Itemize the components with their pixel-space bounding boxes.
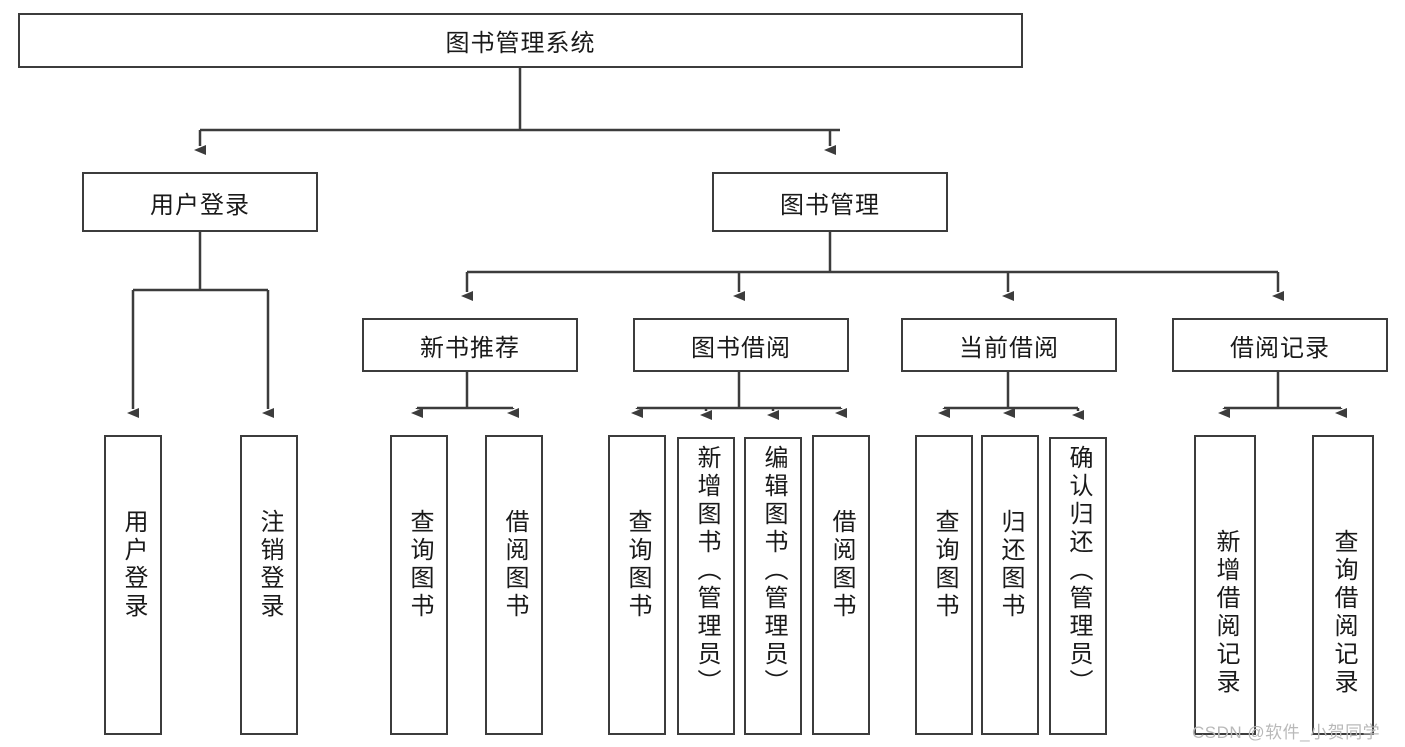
node-new-book-recommend-label: 新书推荐 (420, 334, 520, 362)
leaf-new-book-query[interactable]: 查询图书 (390, 435, 448, 735)
leaf-user-login-logout[interactable]: 注销登录 (240, 435, 298, 735)
leaf-book-borrow-add-label: 新增图书（管理员） (693, 445, 720, 697)
node-current-borrow-label: 当前借阅 (959, 334, 1059, 362)
node-new-book-recommend[interactable]: 新书推荐 (362, 318, 578, 372)
leaf-book-borrow-borrow-label: 借阅图书 (828, 509, 855, 621)
leaf-book-borrow-add[interactable]: 新增图书（管理员） (677, 437, 735, 735)
leaf-user-login-login-label: 用户登录 (120, 509, 147, 621)
node-book-management[interactable]: 图书管理 (712, 172, 948, 232)
leaf-current-borrow-query[interactable]: 查询图书 (915, 435, 973, 735)
leaf-new-book-borrow-label: 借阅图书 (501, 509, 528, 621)
node-user-login[interactable]: 用户登录 (82, 172, 318, 232)
leaf-book-borrow-borrow[interactable]: 借阅图书 (812, 435, 870, 735)
leaf-book-borrow-query[interactable]: 查询图书 (608, 435, 666, 735)
leaf-borrow-record-add-label: 新增借阅记录 (1212, 529, 1239, 697)
leaf-current-borrow-return[interactable]: 归还图书 (981, 435, 1039, 735)
node-book-management-label: 图书管理 (780, 191, 880, 219)
leaf-borrow-record-query-label: 查询借阅记录 (1330, 529, 1357, 697)
leaf-current-borrow-query-label: 查询图书 (931, 509, 958, 621)
leaf-new-book-query-label: 查询图书 (406, 509, 433, 621)
leaf-book-borrow-query-label: 查询图书 (624, 509, 651, 621)
node-root-system-label: 图书管理系统 (445, 30, 596, 57)
leaf-book-borrow-edit[interactable]: 编辑图书（管理员） (744, 437, 802, 735)
leaf-user-login-logout-label: 注销登录 (256, 509, 283, 621)
node-root-system[interactable]: 图书管理系统 (18, 13, 1023, 68)
leaf-borrow-record-query[interactable]: 查询借阅记录 (1312, 435, 1374, 735)
node-user-login-label: 用户登录 (150, 191, 250, 219)
node-book-borrow[interactable]: 图书借阅 (633, 318, 849, 372)
node-borrow-record[interactable]: 借阅记录 (1172, 318, 1388, 372)
leaf-borrow-record-add[interactable]: 新增借阅记录 (1194, 435, 1256, 735)
leaf-book-borrow-edit-label: 编辑图书（管理员） (760, 445, 787, 697)
leaf-current-borrow-confirm[interactable]: 确认归还（管理员） (1049, 437, 1107, 735)
node-borrow-record-label: 借阅记录 (1230, 334, 1330, 362)
leaf-current-borrow-return-label: 归还图书 (997, 509, 1024, 621)
node-book-borrow-label: 图书借阅 (691, 334, 791, 362)
leaf-user-login-login[interactable]: 用户登录 (104, 435, 162, 735)
leaf-current-borrow-confirm-label: 确认归还（管理员） (1065, 445, 1092, 697)
leaf-new-book-borrow[interactable]: 借阅图书 (485, 435, 543, 735)
node-current-borrow[interactable]: 当前借阅 (901, 318, 1117, 372)
